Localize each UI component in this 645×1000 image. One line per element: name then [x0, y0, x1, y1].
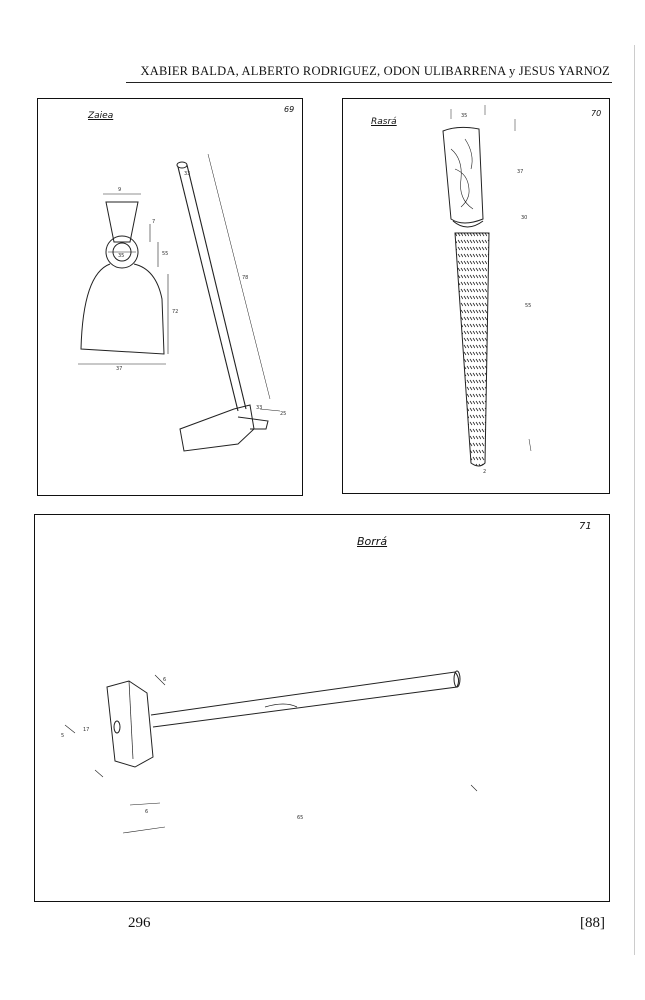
dim-label: 33 — [256, 405, 263, 411]
plate-70-panel: Rasrá 70 35 37 30 55 2 — [342, 98, 610, 494]
dim-label: 78 — [242, 275, 249, 281]
dim-label: 72 — [172, 309, 179, 315]
dim-label: 7 — [152, 219, 156, 225]
plate-number: 70 — [591, 109, 602, 118]
rasp-drawing — [442, 105, 532, 467]
dim-label: 25 — [280, 411, 287, 417]
bracket-page-number: [88] — [580, 915, 605, 931]
dim-label: 6 — [145, 809, 149, 815]
dim-label: 37 — [116, 366, 123, 372]
header-rule — [126, 82, 612, 83]
page-edge-line — [634, 45, 635, 955]
dim-label: 33 — [184, 171, 191, 177]
plate-71-panel: Borrá 71 6 5 17 6 65 — [34, 514, 610, 902]
plate-69-panel: Zaiea 69 9 7 35 55 72 3 — [37, 98, 303, 496]
dim-label: 17 — [83, 727, 90, 733]
dim-label: 5 — [61, 733, 65, 739]
page-number: 296 — [128, 915, 151, 931]
plate-title: Zaiea — [88, 111, 114, 121]
dim-label: 6 — [163, 677, 167, 683]
dim-label: 55 — [162, 251, 169, 257]
hoe-drawing — [78, 153, 281, 452]
sledgehammer-drawing — [64, 670, 478, 834]
plate-number: 71 — [579, 521, 592, 532]
plate-title: Rasrá — [371, 117, 397, 127]
dim-label: 35 — [118, 253, 125, 259]
dim-label: 65 — [297, 815, 304, 821]
dim-label: 2 — [483, 469, 487, 475]
dim-label: 30 — [521, 215, 528, 221]
running-header: XABIER BALDA, ALBERTO RODRIGUEZ, ODON UL… — [140, 64, 610, 78]
dim-label: 37 — [517, 169, 524, 175]
dim-label: 9 — [118, 187, 122, 193]
dim-label: 55 — [525, 303, 532, 309]
plate-title: Borrá — [357, 535, 388, 548]
plate-number: 69 — [284, 105, 295, 114]
dim-label: 35 — [461, 113, 468, 119]
